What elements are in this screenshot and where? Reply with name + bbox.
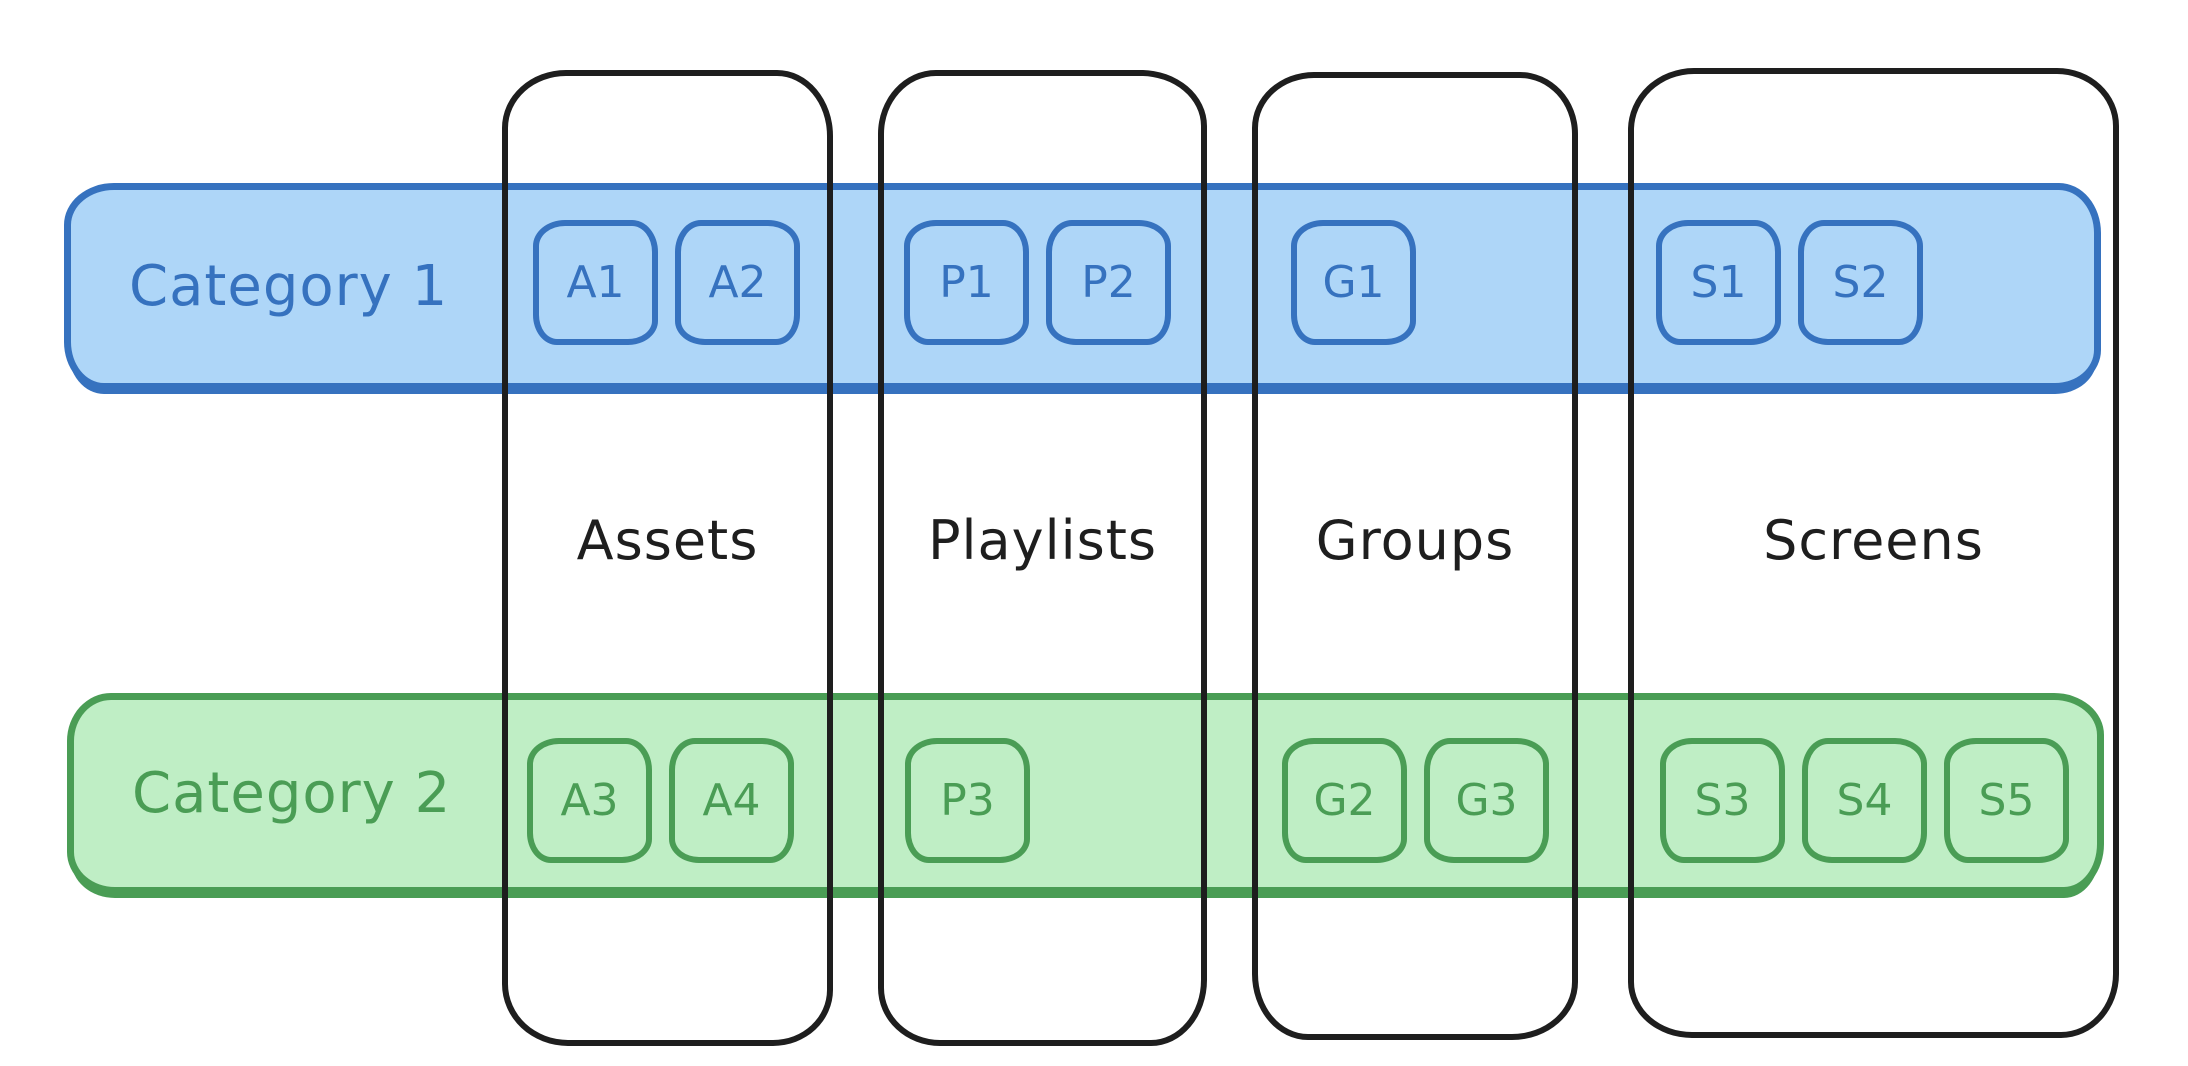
chip-a2: A2 [675,220,800,345]
column-assets [502,70,833,1046]
chip-a3: A3 [527,738,652,863]
column-label-playlists: Playlists [927,508,1158,572]
column-label-groups: Groups [1315,508,1515,572]
chip-g2: G2 [1282,738,1407,863]
chip-g1: G1 [1291,220,1416,345]
chip-s3: S3 [1660,738,1785,863]
chip-p3: P3 [905,738,1030,863]
column-screens [1628,68,2119,1038]
chip-p1: P1 [904,220,1029,345]
column-groups [1252,72,1578,1040]
chip-s2: S2 [1798,220,1923,345]
category-1-assets-chips: A1 A2 [533,220,800,345]
chip-s4: S4 [1802,738,1927,863]
category-2-label: Category 2 [132,761,452,826]
category-1-playlists-chips: P1 P2 [904,220,1171,345]
category-2-screens-chips: S3 S4 S5 [1660,738,2069,863]
chip-s5: S5 [1944,738,2069,863]
column-label-assets: Assets [576,508,759,572]
category-1-band: Category 1 [64,183,2101,390]
column-label-screens: Screens [1763,508,1984,572]
column-playlists [878,70,1207,1046]
chip-g3: G3 [1424,738,1549,863]
category-1-label: Category 1 [129,254,449,319]
category-2-assets-chips: A3 A4 [527,738,794,863]
chip-s1: S1 [1656,220,1781,345]
chip-p2: P2 [1046,220,1171,345]
category-1-screens-chips: S1 S2 [1656,220,1923,345]
category-2-groups-chips: G2 G3 [1282,738,1549,863]
chip-a4: A4 [669,738,794,863]
category-1-groups-chips: G1 [1291,220,1416,345]
category-2-playlists-chips: P3 [905,738,1030,863]
chip-a1: A1 [533,220,658,345]
